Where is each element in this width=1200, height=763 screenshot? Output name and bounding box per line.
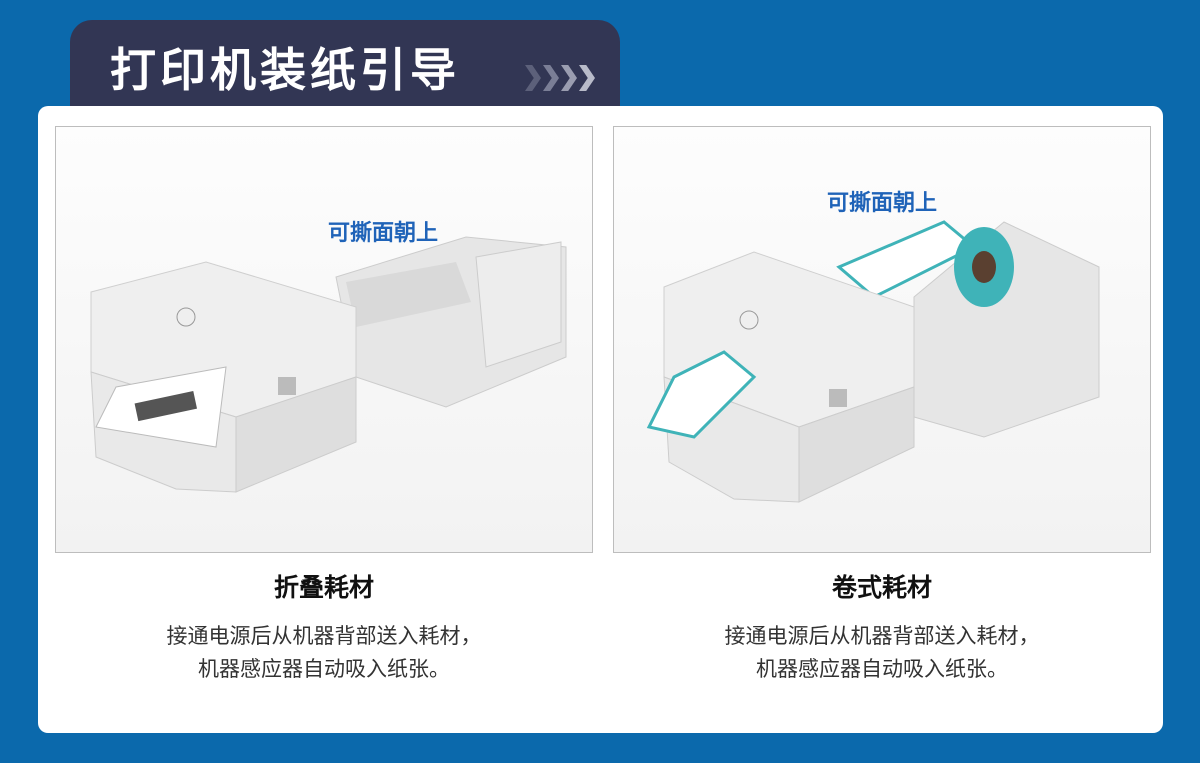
folded-media-desc-line1: 接通电源后从机器背部送入耗材， <box>166 624 482 648</box>
roll-media-caption: 卷式耗材 接通电源后从机器背部送入耗材， 机器感应器自动吸入纸张。 <box>613 568 1151 686</box>
chevron-right-icon <box>525 65 595 91</box>
printer-roll-illustration <box>646 220 1100 503</box>
folded-media-image: 可撕面朝上 <box>55 126 593 553</box>
folded-media-desc-line2: 机器感应器自动吸入纸张。 <box>198 657 450 681</box>
folded-media-caption: 折叠耗材 接通电源后从机器背部送入耗材， 机器感应器自动吸入纸张。 <box>55 568 593 686</box>
roll-media-desc-line1: 接通电源后从机器背部送入耗材， <box>724 624 1040 648</box>
page-title: 打印机装纸引导 <box>110 43 460 97</box>
tear-side-up-hint: 可撕面朝上 <box>328 221 439 246</box>
content-card: 可撕面朝上 折叠耗材 接通电源后从机器背部送入耗材， 机器感应器自动吸入纸张。 可… <box>38 106 1163 733</box>
roll-media-image: 可撕面朝上 <box>613 126 1151 553</box>
folded-media-title: 折叠耗材 <box>273 573 374 602</box>
roll-media-desc-line2: 机器感应器自动吸入纸张。 <box>756 657 1008 681</box>
roll-media-title: 卷式耗材 <box>831 573 932 602</box>
tear-side-up-hint: 可撕面朝上 <box>827 191 938 216</box>
header-tab: 打印机装纸引导 <box>70 20 620 110</box>
printer-folded-illustration <box>90 236 567 493</box>
